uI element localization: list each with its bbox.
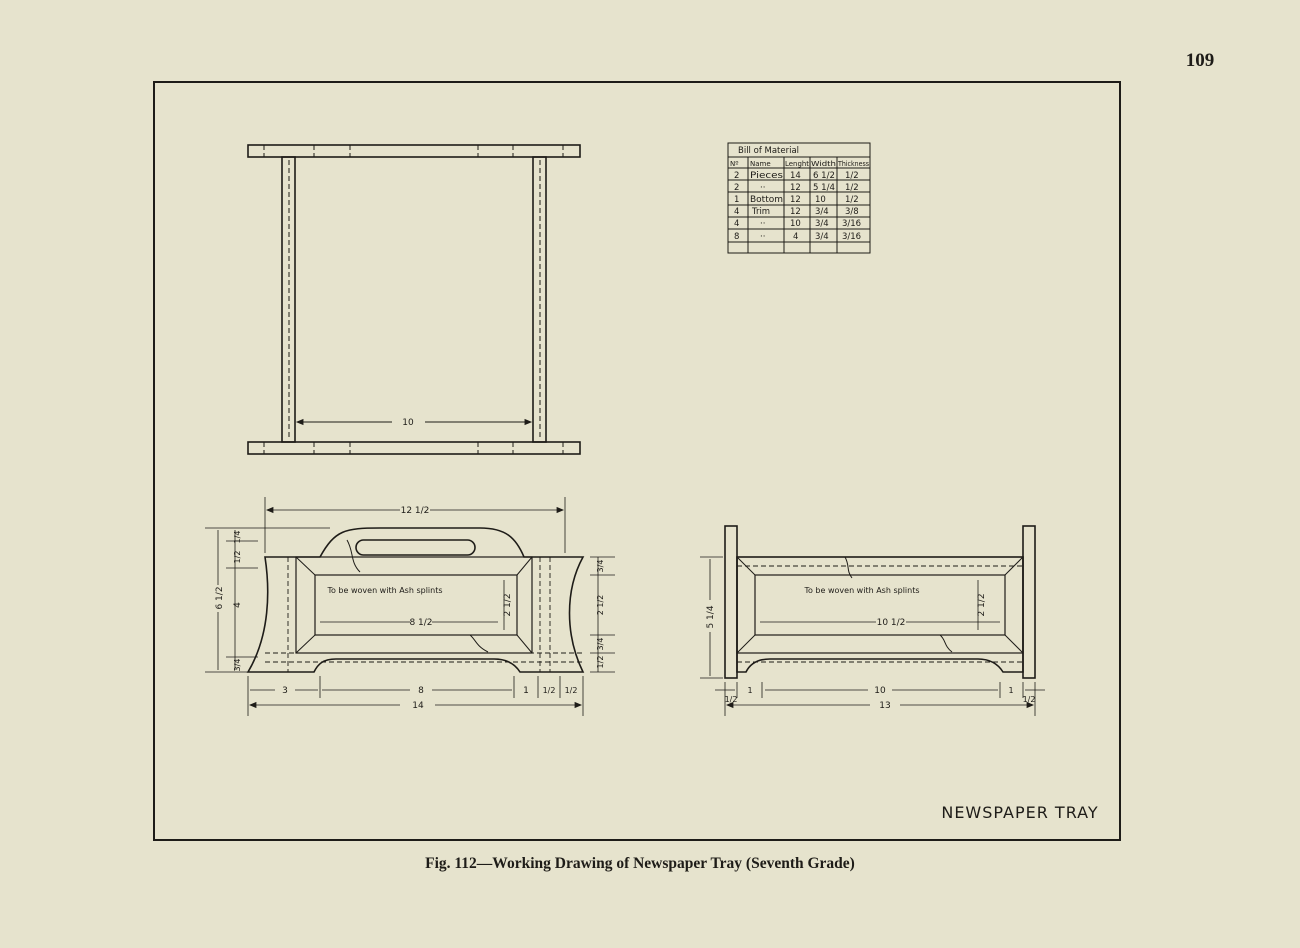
front-view	[205, 497, 615, 716]
front-right-dim: 3/4	[596, 560, 605, 573]
front-right-dim: 1/2	[596, 656, 605, 669]
bom-cell: 3/4	[815, 219, 829, 229]
end-view	[700, 525, 1045, 716]
top-rail-upper	[247, 144, 581, 158]
bom-cell: 6 1/2	[813, 171, 835, 181]
bom-cell: 3/4	[815, 207, 829, 217]
front-bottom-dim: 3	[282, 686, 288, 696]
top-rail-lower	[247, 441, 581, 455]
bom-cell: 10	[790, 219, 801, 229]
top-side-left	[281, 156, 296, 443]
end-post-right	[1022, 525, 1036, 679]
end-bottom-dim: 10	[874, 686, 886, 696]
top-inner-width-dim: 10	[402, 418, 414, 428]
bom-cell: Bottom	[750, 195, 783, 205]
end-bottom-dim: 1/2	[725, 695, 738, 704]
bom-header-name: Name	[750, 160, 771, 168]
page-number: 109	[1185, 50, 1215, 71]
bom-cell: 4	[734, 219, 739, 229]
end-bottom-dim: 1	[1008, 686, 1013, 695]
front-bottom-dim: 1/2	[543, 686, 556, 695]
end-overall-bottom-dim: 13	[879, 701, 890, 711]
bom-cell: ··	[760, 232, 765, 242]
bom-header-no: Nº	[730, 160, 739, 168]
bill-of-material-table	[727, 142, 871, 254]
bom-cell: 12	[790, 183, 801, 193]
end-panel-height-dim: 2 1/2	[977, 593, 987, 616]
end-bottom-dim: 1	[747, 686, 752, 695]
front-left-dim: 3/4	[233, 659, 242, 672]
bom-cell: 14	[790, 171, 801, 181]
bom-cell: 4	[734, 207, 739, 217]
front-right-dim: 3/4	[596, 638, 605, 651]
top-side-right	[532, 156, 547, 443]
front-left-total-dim: 6 1/2	[215, 586, 225, 609]
front-overall-bottom-dim: 14	[412, 701, 424, 711]
bom-cell: 2	[734, 171, 739, 181]
bom-cell: 12	[790, 195, 801, 205]
bom-cell: 5 1/4	[813, 183, 835, 193]
drawing-title: NEWSPAPER TRAY	[941, 803, 1099, 822]
top-view	[247, 144, 581, 455]
bom-header-width: Width	[811, 160, 836, 168]
front-overall-top-dim: 12 1/2	[401, 506, 430, 516]
figure-caption: Fig. 112—Working Drawing of Newspaper Tr…	[425, 855, 855, 872]
bom-cell: ··	[760, 183, 765, 193]
front-bottom-dim: 1/2	[565, 686, 578, 695]
bom-cell: ··	[760, 219, 765, 229]
bom-cell: 2	[734, 183, 739, 193]
bom-title: Bill of Material	[738, 146, 799, 156]
bom-cell: 1/2	[845, 183, 859, 193]
bom-rows: 2 Pieces 14 6 1/2 1/2 2 ·· 12 5 1/4 1/2 …	[734, 171, 861, 242]
bom-cell: Trim	[751, 207, 770, 217]
end-weave-note: To be woven with Ash splints	[803, 586, 919, 595]
bom-cell: 1/2	[845, 171, 859, 181]
front-weave-panel	[314, 574, 518, 636]
bom-cell: 4	[793, 232, 798, 242]
end-weave-panel	[754, 574, 1006, 636]
front-panel-height-dim: 2 1/2	[503, 593, 513, 616]
end-bottom-dim: 1/2	[1023, 695, 1036, 704]
front-left-dim: 1/2	[233, 551, 242, 564]
bom-cell: 1/2	[845, 195, 859, 205]
handle-slot	[355, 539, 476, 556]
end-post-left	[724, 525, 738, 679]
bom-cell: 10	[815, 195, 826, 205]
end-left-total-dim: 5 1/4	[706, 605, 716, 628]
bom-cell: Pieces	[750, 171, 784, 181]
front-left-dim: 1/4	[233, 531, 242, 544]
front-left-dim: 4	[233, 602, 243, 608]
drawing-frame	[153, 81, 1121, 841]
bom-cell: 3/4	[815, 232, 829, 242]
bom-cell: 3/16	[842, 219, 861, 229]
front-bottom-dim: 1	[523, 686, 529, 696]
end-panel-width-dim: 10 1/2	[877, 618, 906, 628]
bom-header-thickness: Thickness	[837, 160, 869, 168]
front-weave-note: To be woven with Ash splints	[326, 586, 442, 595]
bom-cell: 12	[790, 207, 801, 217]
bom-header-length: Lenght	[785, 160, 809, 168]
bom-cell: 1	[734, 195, 739, 205]
front-right-dim: 2 1/2	[596, 595, 605, 616]
bom-cell: 3/16	[842, 232, 861, 242]
bom-cell: 3/8	[845, 207, 859, 217]
bom-cell: 8	[734, 232, 739, 242]
front-bottom-dim: 8	[418, 686, 424, 696]
front-panel-width-dim: 8 1/2	[409, 618, 432, 628]
